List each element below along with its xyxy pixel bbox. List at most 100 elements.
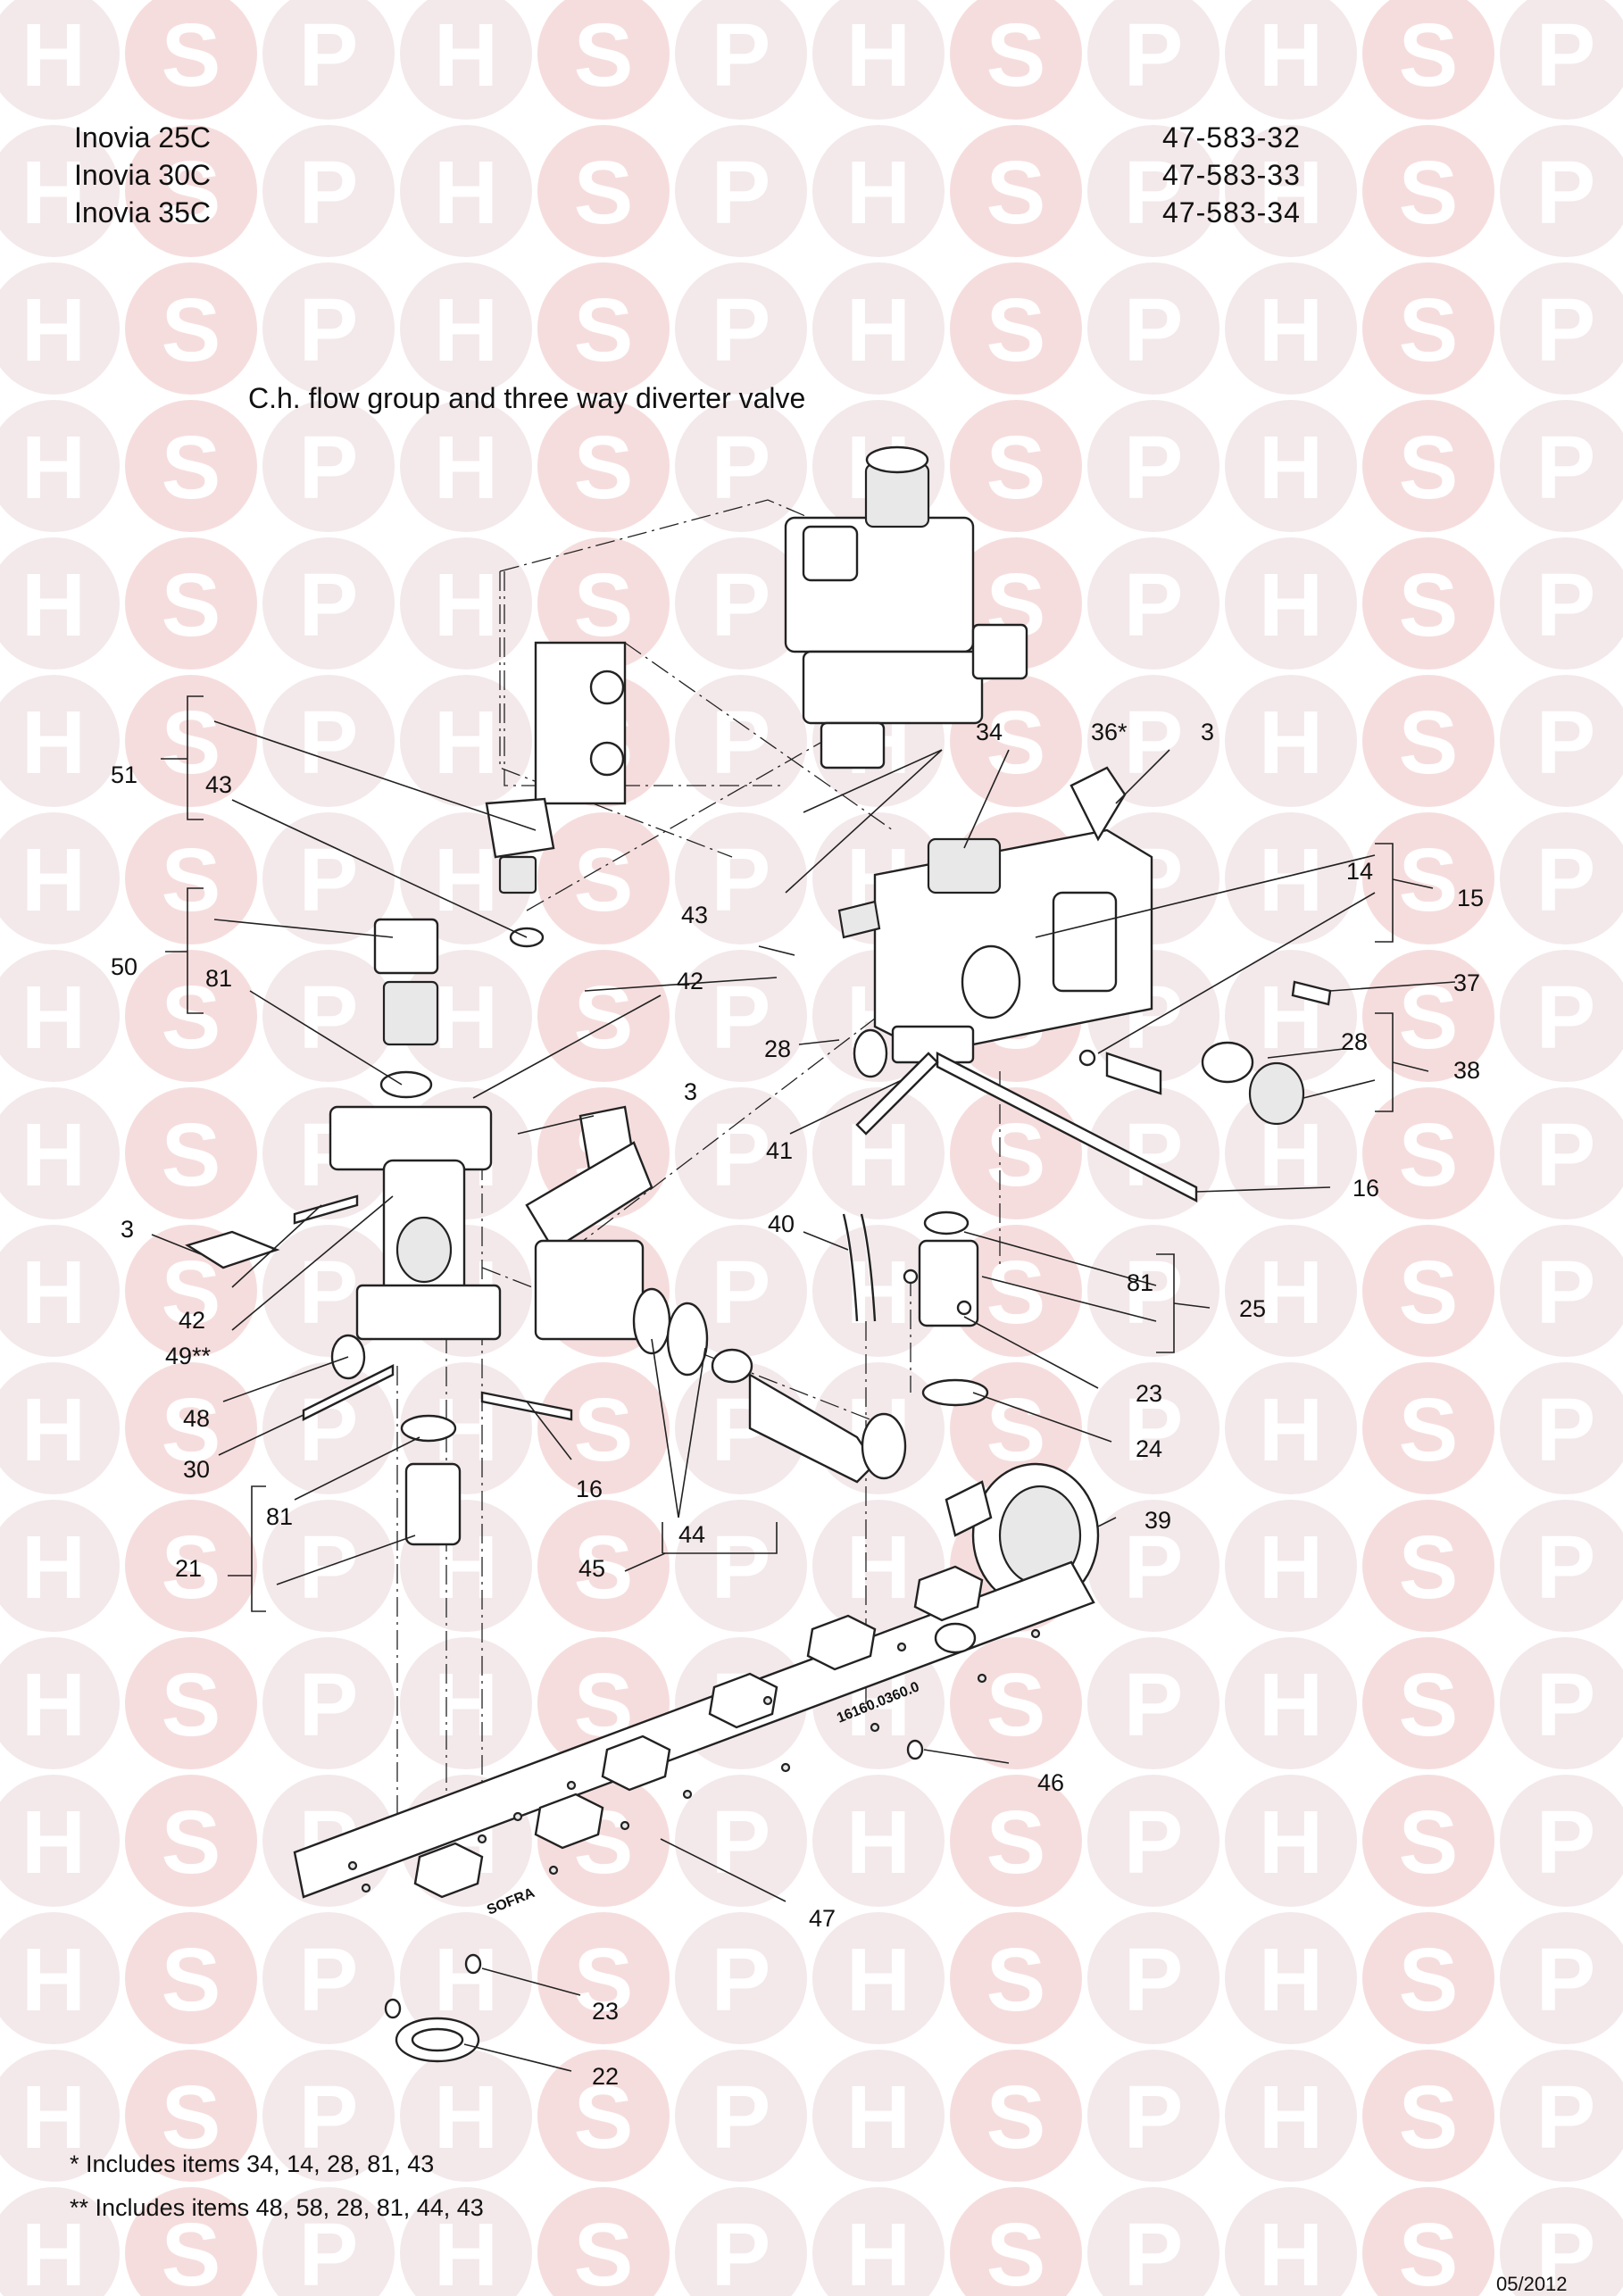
watermark-circle (400, 537, 532, 670)
watermark-circle (950, 400, 1082, 532)
watermark-letter: P (1536, 418, 1596, 518)
callout-21: 21 (175, 1555, 202, 1582)
watermark-circle (0, 537, 120, 670)
callout-43a: 43 (205, 771, 232, 798)
watermark-letter: P (299, 5, 359, 105)
watermark-letter: P (712, 1518, 771, 1618)
watermark-circle (0, 262, 120, 395)
callout-45: 45 (578, 1555, 605, 1582)
watermark-letter: S (1399, 280, 1459, 380)
watermark-letter: H (21, 830, 86, 930)
watermark-circle (1087, 537, 1219, 670)
callout-39: 39 (1144, 1507, 1171, 1534)
watermark-circle (1225, 1637, 1357, 1769)
right-components (842, 980, 1332, 1407)
watermark-letter: H (434, 555, 498, 655)
watermark-circle (1500, 675, 1623, 807)
watermark-circle (0, 950, 120, 1082)
watermark-letter: H (1259, 1655, 1323, 1755)
watermark-letter: S (574, 5, 634, 105)
watermark-circle (1500, 950, 1623, 1082)
watermark-circle (1087, 2050, 1219, 2182)
watermark-letter: P (712, 1793, 771, 1893)
watermark-circle (262, 675, 395, 807)
watermark-letter: S (162, 1930, 221, 2030)
watermark-letter: H (21, 1655, 86, 1755)
model-list: Inovia 25C Inovia 30C Inovia 35C (74, 119, 211, 231)
watermark-letter: H (1259, 1518, 1323, 1618)
watermark-letter: S (574, 1518, 634, 1618)
watermark-letter: P (712, 830, 771, 930)
callout-48: 48 (183, 1405, 210, 1432)
watermark-letter: H (1259, 1793, 1323, 1893)
watermark-letter: P (1124, 1655, 1184, 1755)
watermark-circle (1362, 812, 1494, 944)
watermark-circle (675, 2050, 807, 2182)
watermark-letter: H (21, 1793, 86, 1893)
watermark-letter: P (712, 1105, 771, 1205)
watermark-letter: H (434, 143, 498, 243)
watermark-circle (675, 2187, 807, 2296)
watermark-letter: P (1124, 1793, 1184, 1893)
watermark-letter: H (434, 2205, 498, 2296)
watermark-circle (675, 1087, 807, 1219)
watermark-letter: P (1124, 1518, 1184, 1618)
callout-23b: 23 (592, 1998, 619, 2025)
watermark-letter: H (1259, 1243, 1323, 1343)
watermark-circle (0, 1775, 120, 1907)
callout-81c: 81 (1127, 1269, 1153, 1296)
watermark-letter: S (162, 418, 221, 518)
watermark-letter: P (299, 143, 359, 243)
watermark-circle (125, 2050, 257, 2182)
watermark-letter: S (1399, 2205, 1459, 2296)
watermark-circle (537, 2050, 670, 2182)
watermark-circle (1225, 1775, 1357, 1907)
model-name: Inovia 25C (74, 121, 211, 154)
watermark-letter: S (1399, 1930, 1459, 2030)
watermark-circle (1225, 1362, 1357, 1494)
watermark-letter: S (1399, 143, 1459, 243)
watermark-letter: H (1259, 2067, 1323, 2167)
watermark-letter: P (299, 418, 359, 518)
watermark-circle (950, 1775, 1082, 1907)
watermark-circle (675, 262, 807, 395)
callout-47: 47 (809, 1905, 836, 1932)
watermark-letter: P (712, 143, 771, 243)
watermark-circle (125, 1637, 257, 1769)
watermark-letter: S (1399, 1518, 1459, 1618)
watermark-circle (262, 950, 395, 1082)
watermark-letter: H (846, 1518, 911, 1618)
watermark-circle (1362, 1775, 1494, 1907)
watermark-circle (262, 125, 395, 257)
watermark-letter: H (846, 5, 911, 105)
watermark-letter: P (1536, 280, 1596, 380)
watermark-circle (262, 1637, 395, 1769)
watermark-letter: P (1536, 1930, 1596, 2030)
watermark-circle (950, 262, 1082, 395)
watermark-letter: S (1399, 693, 1459, 793)
watermark-letter: H (1259, 143, 1323, 243)
watermark-circle (675, 1500, 807, 1632)
watermark-letter: S (162, 968, 221, 1068)
watermark-circle (0, 2187, 120, 2296)
watermark-letter: P (712, 280, 771, 380)
model-code: 47-583-34 (1162, 196, 1301, 229)
watermark-circle (1500, 1637, 1623, 1769)
watermark-circle (262, 812, 395, 944)
middle-components (525, 1105, 907, 1484)
watermark-letter: P (1536, 1243, 1596, 1343)
watermark-circle (1225, 1912, 1357, 2044)
watermark-letter: S (986, 1930, 1046, 2030)
watermark-letter: H (21, 693, 86, 793)
watermark-circle (262, 1912, 395, 2044)
watermark-letter: S (162, 2205, 221, 2296)
watermark-circle (537, 537, 670, 670)
watermark-circle (1087, 1225, 1219, 1357)
watermark-circle (537, 1912, 670, 2044)
callout-3b: 3 (1201, 719, 1214, 745)
watermark-letter: S (162, 2067, 221, 2167)
callout-labels: 51 43 50 81 3 42 49** 48 30 21 81 16 44 … (111, 719, 1484, 2090)
watermark-circle (1500, 1912, 1623, 2044)
watermark-letter: H (434, 5, 498, 105)
watermark-letter: P (299, 693, 359, 793)
